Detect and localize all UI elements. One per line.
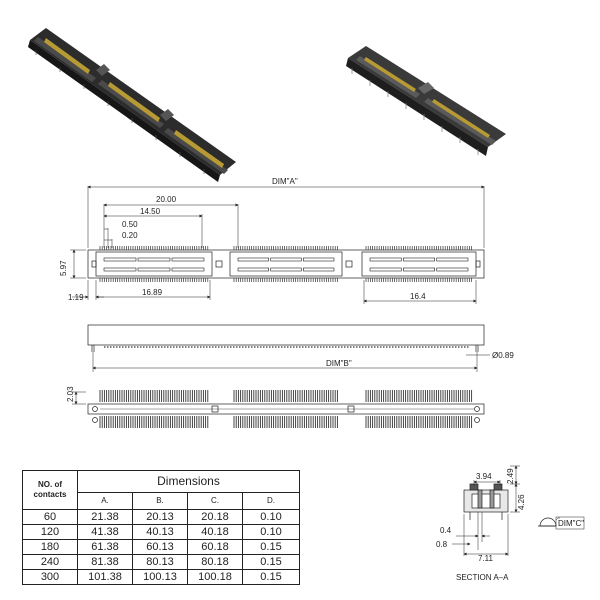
- contact-slot: [436, 267, 469, 272]
- cell-c: 40.18: [187, 524, 243, 540]
- cell-contacts: 60: [22, 509, 78, 525]
- contact-slot: [171, 257, 205, 262]
- dim-1-19-label: 1.19: [68, 293, 84, 302]
- table-row: 240 81.38 80.13 80.18 0.15: [22, 554, 300, 570]
- section-a-a: [452, 465, 585, 556]
- dim-5-97-label: 5.97: [59, 260, 68, 276]
- cell-c: 80.18: [187, 554, 243, 570]
- cell-contacts: 120: [22, 524, 78, 540]
- cell-b: 80.13: [132, 554, 188, 570]
- cell-c: 100.18: [187, 569, 243, 585]
- dim-20-label: 20.00: [156, 195, 177, 204]
- dim-14-50-label: 14.50: [140, 207, 161, 216]
- dim-4-26-label: 4.26: [517, 494, 526, 510]
- contact-slot: [103, 257, 137, 262]
- cell-a: 101.38: [77, 569, 133, 585]
- cell-contacts: 300: [22, 569, 78, 585]
- dim-0-20-label: 0.20: [122, 231, 138, 240]
- dim-b-label: DIM"B": [326, 359, 352, 368]
- header-c: C.: [187, 492, 243, 511]
- contact-slot: [403, 267, 435, 272]
- cell-a: 41.38: [77, 524, 133, 540]
- dim-0-4-label: 0.4: [440, 526, 452, 535]
- dim-16-89-label: 16.89: [142, 288, 163, 297]
- side-view: [87, 324, 490, 372]
- dim-c-label: DIM"C": [558, 519, 584, 528]
- top-view-dimensions: [70, 185, 485, 304]
- dim-16-4-label: 16.4: [410, 292, 426, 301]
- contact-slot: [103, 267, 137, 272]
- cell-b: 100.13: [132, 569, 188, 585]
- table-row: 180 61.38 60.13 60.18 0.15: [22, 539, 300, 555]
- contact-slot: [403, 257, 435, 262]
- top-view: [87, 246, 485, 282]
- dimensions-table: NO. of contacts Dimensions A. B. C. D. 6…: [22, 470, 300, 585]
- cell-d: 0.15: [242, 539, 300, 555]
- cell-contacts: 180: [22, 539, 78, 555]
- cell-d: 0.15: [242, 569, 300, 585]
- dim-7-11-label: 7.11: [478, 554, 494, 563]
- cell-c: 20.18: [187, 509, 243, 525]
- bottom-view: [72, 390, 485, 428]
- header-contacts: NO. of contacts: [22, 470, 78, 510]
- dim-2-03-label: 2.03: [66, 386, 75, 402]
- connector-3d-render-long: [28, 28, 236, 182]
- dim-0-89-label: Ø0.89: [492, 351, 514, 360]
- cell-b: 60.13: [132, 539, 188, 555]
- contact-slot: [369, 257, 402, 262]
- dim-0-50-label: 0.50: [122, 220, 138, 229]
- cell-d: 0.10: [242, 524, 300, 540]
- dim-a-label: DIM"A": [272, 177, 298, 186]
- contact-slot: [171, 267, 205, 272]
- header-dimensions: Dimensions: [77, 470, 300, 493]
- table-row: 60 21.38 20.13 20.18 0.10: [22, 509, 300, 525]
- cell-d: 0.15: [242, 554, 300, 570]
- dim-0-8-label: 0.8: [436, 540, 448, 549]
- cell-b: 20.13: [132, 509, 188, 525]
- contact-slot: [303, 267, 335, 272]
- contact-slot: [237, 257, 269, 262]
- connector-3d-render-short: [346, 46, 506, 156]
- dim-3-94-label: 3.94: [476, 472, 492, 481]
- contact-slot: [303, 257, 335, 262]
- contact-slot: [237, 267, 269, 272]
- header-b: B.: [132, 492, 188, 511]
- table-row: 120 41.38 40.13 40.18 0.10: [22, 524, 300, 540]
- cell-a: 81.38: [77, 554, 133, 570]
- cell-d: 0.10: [242, 509, 300, 525]
- contact-slot: [369, 267, 402, 272]
- contact-slot: [137, 257, 171, 262]
- contact-slot: [270, 257, 302, 262]
- contact-slot: [137, 267, 171, 272]
- header-d: D.: [242, 492, 300, 511]
- cell-contacts: 240: [22, 554, 78, 570]
- cell-b: 40.13: [132, 524, 188, 540]
- section-caption: SECTION A–A: [456, 573, 509, 582]
- dim-2-49-label: 2.49: [506, 468, 515, 484]
- cell-a: 21.38: [77, 509, 133, 525]
- contact-slot: [436, 257, 469, 262]
- header-a: A.: [77, 492, 133, 511]
- cell-c: 60.18: [187, 539, 243, 555]
- contact-slot: [270, 267, 302, 272]
- table-row: 300 101.38 100.13 100.18 0.15: [22, 569, 300, 585]
- cell-a: 61.38: [77, 539, 133, 555]
